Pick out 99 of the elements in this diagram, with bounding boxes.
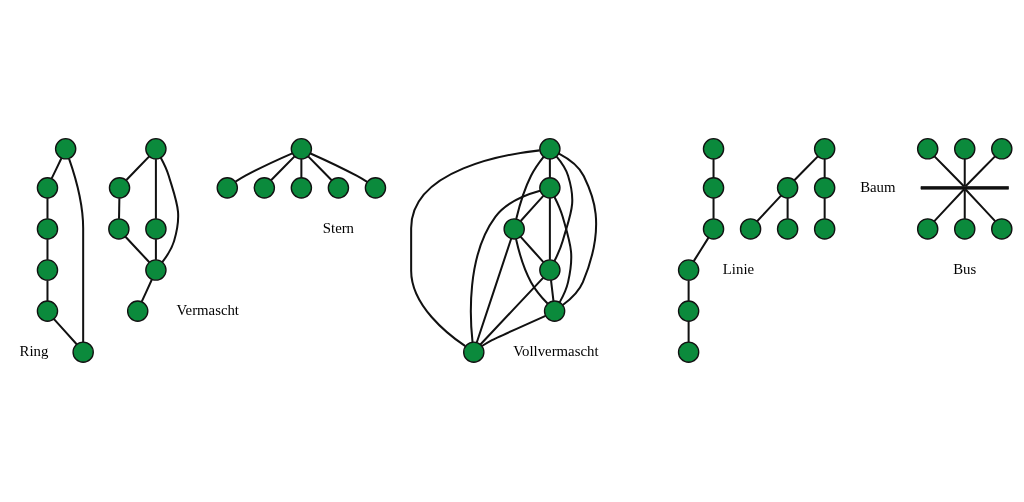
node-circle	[539, 258, 561, 281]
connector	[548, 197, 551, 260]
node-circle	[108, 217, 130, 240]
connector	[786, 197, 789, 219]
connector	[963, 188, 966, 219]
connector	[712, 158, 715, 178]
node-circle	[702, 137, 725, 160]
label: Ring	[19, 342, 49, 359]
node-circle	[677, 340, 700, 363]
connector	[519, 235, 545, 263]
connector	[823, 197, 826, 219]
connector	[46, 279, 49, 301]
label: Bus	[953, 260, 977, 277]
connector	[479, 276, 544, 345]
connector	[553, 196, 573, 303]
connector	[933, 188, 965, 222]
node-circle	[539, 137, 561, 160]
connector	[687, 279, 690, 301]
node-circle	[290, 137, 313, 160]
connector	[558, 152, 598, 306]
label: Linie	[722, 260, 755, 277]
connector	[124, 235, 151, 263]
node-circle	[364, 176, 387, 199]
connector	[46, 197, 49, 219]
node-circle	[145, 258, 167, 281]
node-circle	[145, 137, 167, 160]
connector	[475, 237, 513, 343]
node-circle	[916, 217, 939, 240]
node-circle	[36, 217, 59, 240]
node-circle	[503, 217, 525, 240]
connector	[793, 155, 819, 181]
connector	[481, 314, 546, 347]
node-circle	[953, 217, 976, 240]
node-circle	[916, 137, 939, 160]
node-circle	[953, 137, 976, 160]
node-circle	[702, 217, 725, 240]
connector	[410, 148, 540, 347]
node-circle	[145, 217, 167, 240]
connector	[125, 155, 150, 181]
connector	[300, 158, 303, 178]
node-circle	[677, 299, 700, 322]
node-circle	[813, 217, 836, 240]
connector	[68, 157, 85, 342]
connector	[692, 236, 710, 262]
label: Stern	[322, 219, 355, 236]
connector	[964, 188, 996, 222]
connector	[933, 155, 965, 187]
node-circle	[813, 176, 836, 199]
node-circle	[776, 176, 799, 199]
label: Vermascht	[176, 301, 239, 318]
node-circle	[36, 258, 59, 281]
connector	[307, 155, 333, 181]
node-circle	[126, 299, 149, 322]
connector	[823, 158, 826, 178]
connector	[756, 194, 782, 222]
connector	[515, 238, 549, 304]
node-circle	[253, 176, 276, 199]
connector	[548, 158, 551, 178]
node-circle	[72, 340, 94, 363]
node-circle	[702, 176, 725, 199]
connector	[154, 238, 157, 260]
connector	[140, 278, 153, 302]
connector	[550, 279, 555, 301]
node-circle	[991, 137, 1013, 160]
connector	[53, 317, 78, 345]
connector	[515, 155, 545, 219]
node-circle	[539, 176, 561, 199]
connector	[310, 152, 368, 183]
node-circle	[739, 217, 762, 240]
connector	[50, 157, 63, 179]
node-bar	[920, 185, 1009, 190]
node-circle	[677, 258, 700, 281]
connector	[46, 238, 49, 260]
connector	[519, 194, 545, 222]
connector	[687, 320, 690, 342]
connector	[159, 156, 180, 263]
node-circle	[813, 137, 836, 160]
node-circle	[36, 176, 59, 199]
connector	[118, 197, 121, 219]
connector	[553, 155, 574, 261]
node-circle	[216, 176, 239, 199]
node-circle	[327, 176, 350, 199]
node-circle	[36, 299, 59, 322]
connector	[469, 189, 541, 342]
node-circle	[543, 299, 566, 322]
node-circle	[776, 217, 799, 240]
connector	[963, 158, 966, 186]
connector	[964, 155, 996, 187]
connector	[712, 197, 715, 219]
label: Baum	[860, 178, 896, 195]
node-circle	[54, 137, 77, 160]
connector	[270, 155, 296, 181]
node-circle	[108, 176, 131, 199]
node-circle	[463, 340, 485, 363]
connector	[234, 151, 293, 183]
connector	[154, 158, 157, 219]
node-circle	[991, 217, 1013, 240]
node-circle	[290, 176, 313, 199]
label: Vollvermascht	[513, 342, 599, 359]
